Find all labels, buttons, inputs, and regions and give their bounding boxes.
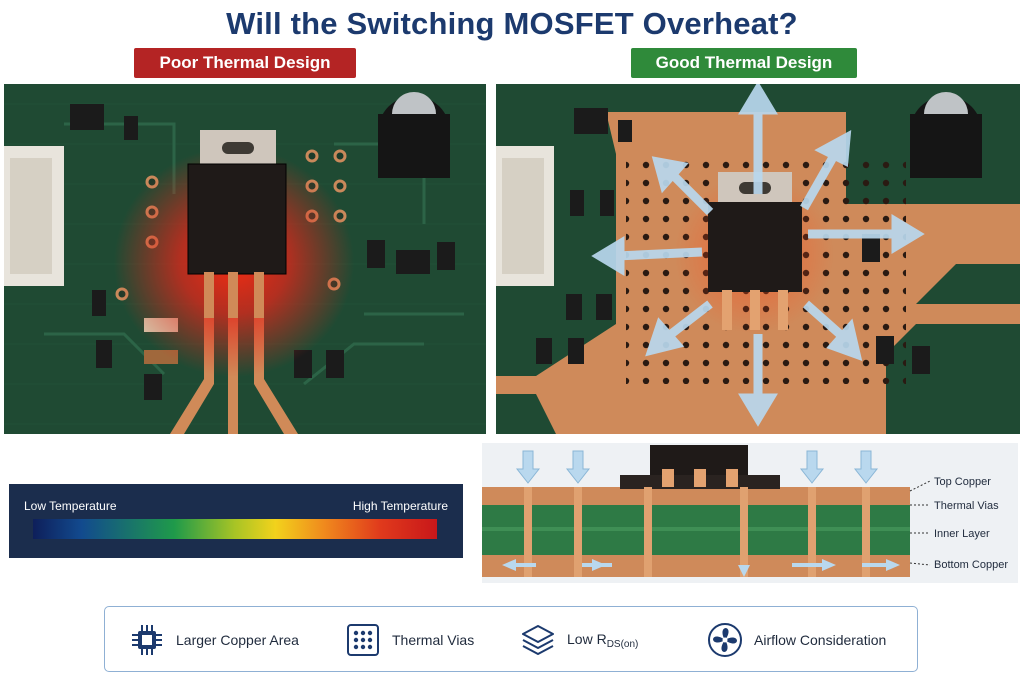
via-grid-icon [345, 622, 381, 658]
fan-icon [707, 622, 743, 658]
heat-spread-arrows [591, 84, 925, 427]
layer-label-inner-layer: Inner Layer [934, 528, 990, 540]
legend-high-label: High Temperature [352, 499, 448, 513]
chip-icon [129, 622, 165, 658]
pcb-cross-section: Top Copper Thermal Vias Inner Layer Bott… [482, 443, 1018, 583]
page-title: Will the Switching MOSFET Overheat? [226, 6, 798, 41]
good-design-illustration [496, 84, 1020, 434]
feature-label: Low RDS(on) [567, 631, 638, 650]
rdson-subscript: DS(on) [606, 638, 639, 650]
legend-low-label: Low Temperature [24, 499, 117, 513]
feature-label: Airflow Consideration [754, 632, 887, 648]
poor-design-illustration [4, 84, 486, 434]
poor-design-label: Poor Thermal Design [134, 48, 356, 78]
temperature-legend: Low Temperature High Temperature [9, 484, 463, 558]
layer-label-bottom-copper: Bottom Copper [934, 559, 1008, 571]
rdson-main: Low R [567, 630, 607, 647]
feature-low-rdson: Low RDS(on) [520, 607, 638, 673]
temperature-gradient-bar [33, 519, 437, 539]
feature-thermal-vias: Thermal Vias [345, 607, 474, 673]
layer-label-thermal-vias: Thermal Vias [934, 500, 999, 512]
design-features-bar: Larger Copper Area Thermal Vias [104, 606, 918, 672]
feature-larger-copper-area: Larger Copper Area [129, 607, 299, 673]
layer-label-top-copper: Top Copper [934, 476, 991, 488]
good-design-label: Good Thermal Design [631, 48, 857, 78]
feature-airflow: Airflow Consideration [707, 607, 886, 673]
layers-icon [520, 622, 556, 658]
feature-label: Larger Copper Area [176, 632, 299, 648]
poor-design-board-image [4, 84, 486, 434]
feature-label: Thermal Vias [392, 632, 475, 648]
good-design-board-image [496, 84, 1020, 434]
